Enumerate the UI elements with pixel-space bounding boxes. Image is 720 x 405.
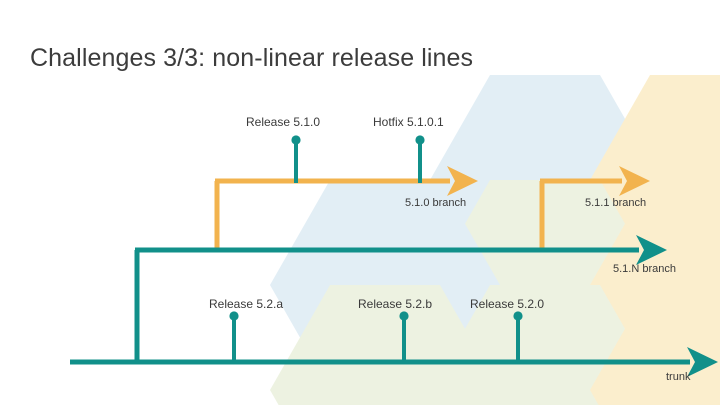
branch-label-5-1-1: 5.1.1 branch [585,197,647,209]
branch-line-5-1-1 [539,166,650,250]
marker-label-release-5-1-0: Release 5.1.0 [246,115,321,129]
marker-label-release-5-2-b: Release 5.2.b [358,297,433,311]
branch-label-5-1-N: 5.1.N branch [613,263,676,275]
marker-head [229,311,239,321]
marker-release-5-1-0[interactable] [291,135,301,183]
marker-label-release-5-2-0: Release 5.2.0 [470,297,545,311]
marker-head [399,311,409,321]
marker-label-hotfix-5-1-0-1: Hotfix 5.1.0.1 [373,115,444,129]
marker-release-5-2-0[interactable] [513,311,523,364]
branch-line-5-1-N [134,235,667,362]
marker-release-5-2-a[interactable] [229,311,239,364]
marker-release-5-2-b[interactable] [399,311,409,364]
marker-head [415,135,425,145]
marker-hotfix-5-1-0-1[interactable] [415,135,425,183]
trunk-label: trunk [666,371,691,383]
marker-head [513,311,523,321]
marker-label-release-5-2-a: Release 5.2.a [209,297,284,311]
page-title: Challenges 3/3: non-linear release lines [30,44,474,72]
marker-head [291,135,301,145]
branch-label-5-1-0: 5.1.0 branch [405,197,467,209]
branch-line-5-1-0 [214,166,478,250]
